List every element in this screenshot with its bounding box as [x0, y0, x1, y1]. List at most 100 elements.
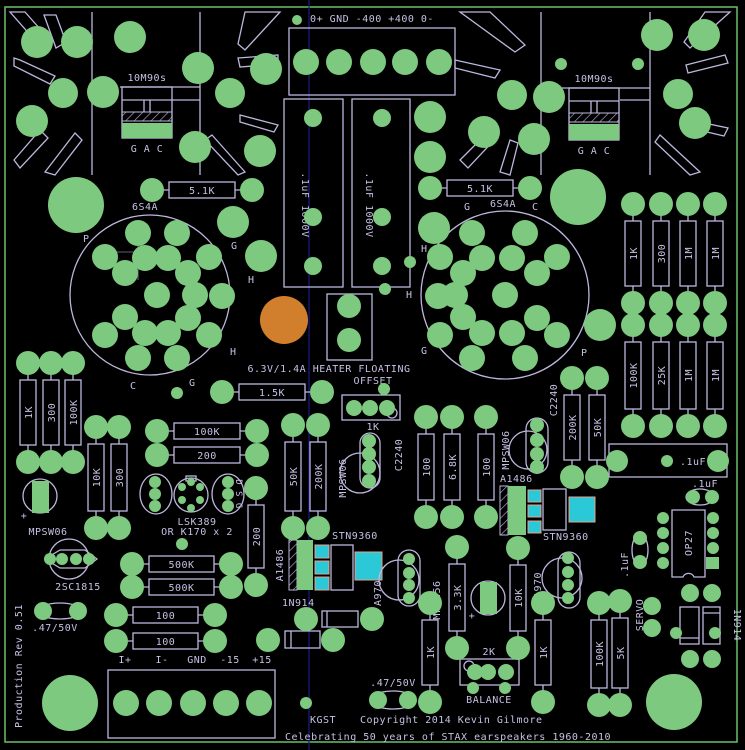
pad — [245, 419, 269, 443]
cap-label: .47/50V — [32, 623, 78, 634]
balance-value: 2K — [482, 647, 495, 658]
heater-label: 6.3V/1.4A HEATER FLOATING — [247, 364, 410, 375]
pin-label: P — [581, 348, 588, 359]
pad — [585, 366, 609, 390]
pad — [705, 490, 719, 504]
pad — [196, 483, 204, 491]
hv-terminal-label: 0+ GND -400 +400 0- — [310, 14, 434, 25]
pad — [310, 380, 334, 404]
resistor-value: 50K — [289, 467, 300, 487]
jfet-alt-label: OR K170 x 2 — [161, 527, 233, 538]
terminal-label: I+ — [118, 655, 131, 666]
pin-label: G — [231, 241, 238, 252]
transistor-label: A970 — [373, 580, 384, 606]
transistor-label: A1486 — [275, 549, 286, 582]
pad — [560, 465, 584, 489]
resistor-value: 200K — [568, 414, 579, 440]
pad — [125, 345, 151, 371]
pad — [467, 664, 483, 680]
hv-terminal-block: 0+ GND -400 +400 0- — [288, 14, 456, 96]
pad — [217, 206, 249, 238]
pad — [104, 603, 128, 627]
pad — [84, 516, 108, 540]
kgst-label: KGST — [310, 715, 336, 726]
pad — [707, 527, 719, 539]
pad — [175, 305, 201, 331]
tube-type: 6S4A — [132, 202, 158, 213]
resistor-value: 1M — [711, 247, 722, 260]
pad — [326, 49, 352, 75]
pad — [646, 674, 702, 730]
resistor-value: 5.1K — [189, 186, 215, 197]
pad — [608, 589, 632, 613]
pad — [210, 380, 234, 404]
pad — [469, 245, 495, 271]
resistor-value: 5K — [616, 646, 627, 659]
pad — [469, 320, 495, 346]
resistor-value: 300 — [115, 468, 126, 488]
pad — [360, 607, 384, 631]
pad — [145, 419, 169, 443]
pad — [304, 257, 322, 275]
resistor-value: 100 — [156, 611, 176, 622]
pad — [562, 579, 574, 591]
pad — [585, 465, 609, 489]
resistor: 300 — [107, 415, 131, 540]
resistor-value: 200K — [314, 463, 325, 489]
pad — [524, 260, 550, 286]
pad — [222, 488, 234, 500]
pad — [213, 690, 239, 716]
resistor: 3.3K — [445, 535, 469, 660]
pad — [649, 192, 673, 216]
jfet-label: LSK389 — [177, 517, 216, 528]
resistor-value: 300 — [657, 244, 668, 264]
pad — [149, 500, 161, 512]
pad — [506, 636, 530, 660]
celebrating-text: Celebrating 50 years of STAX earspeakers… — [285, 732, 611, 743]
pad — [182, 52, 214, 84]
resistor: 500K — [120, 575, 243, 599]
resistor: 1M — [703, 313, 727, 438]
pad — [499, 320, 525, 346]
offset-label: OFFSET — [353, 376, 392, 387]
pad — [403, 579, 415, 591]
resistor-value: 1M — [711, 369, 722, 382]
pad — [676, 313, 700, 337]
terminal-label: -15 — [220, 655, 240, 666]
terminal-label: +15 — [252, 655, 272, 666]
pad — [164, 220, 190, 246]
pad — [550, 169, 606, 225]
resistor: 5.1K — [140, 178, 264, 202]
resistor-value: 100K — [629, 362, 640, 388]
transistor-label: MPSW06 — [501, 430, 512, 469]
pad — [403, 567, 415, 579]
pad — [304, 109, 322, 127]
pad — [300, 697, 312, 709]
pad — [450, 304, 476, 330]
pad — [587, 693, 611, 717]
resistor-value: 500K — [168, 560, 194, 571]
pad — [321, 628, 345, 652]
pad — [222, 476, 234, 488]
pad — [703, 650, 721, 668]
pad — [306, 516, 330, 540]
resistor-value: 1.5K — [259, 388, 285, 399]
pad — [240, 178, 264, 202]
pad — [425, 283, 451, 309]
resistor: 6.8K — [440, 405, 464, 529]
pad — [92, 244, 118, 270]
pad — [392, 49, 418, 75]
resistor-value: 100K — [194, 427, 220, 438]
pad — [427, 244, 453, 270]
pad — [39, 351, 63, 375]
pin-label: C — [532, 202, 539, 213]
pad — [414, 141, 446, 173]
output-pair-left: STN9360 A1486 — [275, 531, 383, 591]
resistor-value: 100K — [595, 641, 606, 667]
heatsink-pin-label: G A C — [131, 144, 164, 155]
pad — [531, 690, 555, 714]
pad — [244, 135, 276, 167]
pad — [70, 553, 82, 565]
pad — [404, 256, 416, 268]
pad — [164, 345, 190, 371]
